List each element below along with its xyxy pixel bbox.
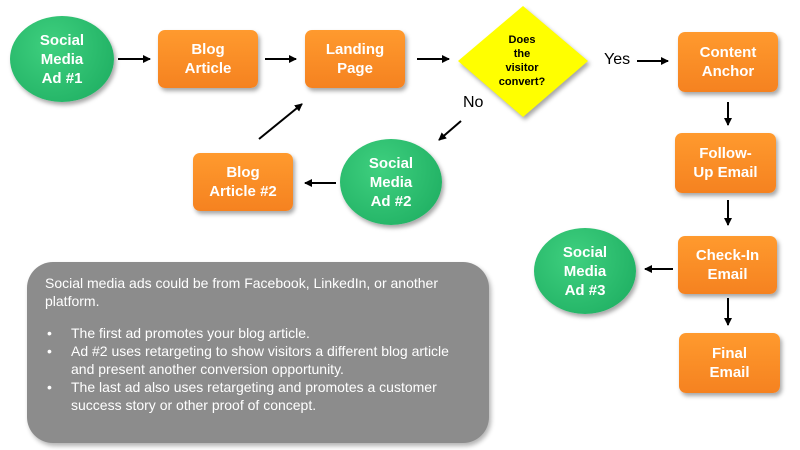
blog-article-2-label: Blog Article #2 [209,164,277,200]
follow-up-email-node: Follow- Up Email [675,133,776,193]
note-bullet: The last ad also uses retargeting and pr… [45,378,467,414]
blog-article-label: Blog Article [184,41,232,77]
yes-label: Yes [604,51,631,68]
final-email-label: Final Email [709,345,750,381]
content-anchor-node: Content Anchor [678,32,778,92]
check-in-email-node: Check-In Email [678,236,777,294]
content-anchor-label: Content Anchor [699,44,757,80]
social-media-ad-3-label: Social Media Ad #3 [562,243,608,299]
landing-page-node: Landing Page [305,30,405,88]
decision-diamond [458,6,588,117]
info-note-box: Social media ads could be from Facebook,… [27,262,489,443]
note-bullet-list: The first ad promotes your blog article.… [45,324,467,414]
no-label: No [463,94,484,111]
follow-up-email-label: Follow- Up Email [693,145,758,181]
landing-page-label: Landing Page [325,41,385,77]
check-in-email-label: Check-In Email [695,247,760,283]
note-bullet: The first ad promotes your blog article. [45,324,467,342]
note-bullet: Ad #2 uses retargeting to show visitors … [45,342,467,378]
arrow-blog2-to-landing [258,103,303,140]
blog-article-2-node: Blog Article #2 [193,153,293,211]
social-media-ad-3-node: Social Media Ad #3 [534,228,636,314]
arrow-no-to-ad2 [438,120,462,141]
social-media-ad-1-label: Social Media Ad #1 [39,31,85,87]
note-intro: Social media ads could be from Facebook,… [45,275,439,309]
decision-question: Does the visitor convert? [498,34,546,88]
social-media-ad-2-node: Social Media Ad #2 [340,139,442,225]
blog-article-node: Blog Article [158,30,258,88]
social-media-ad-1-node: Social Media Ad #1 [10,16,114,102]
social-media-ad-2-label: Social Media Ad #2 [368,154,414,210]
final-email-node: Final Email [679,333,780,393]
